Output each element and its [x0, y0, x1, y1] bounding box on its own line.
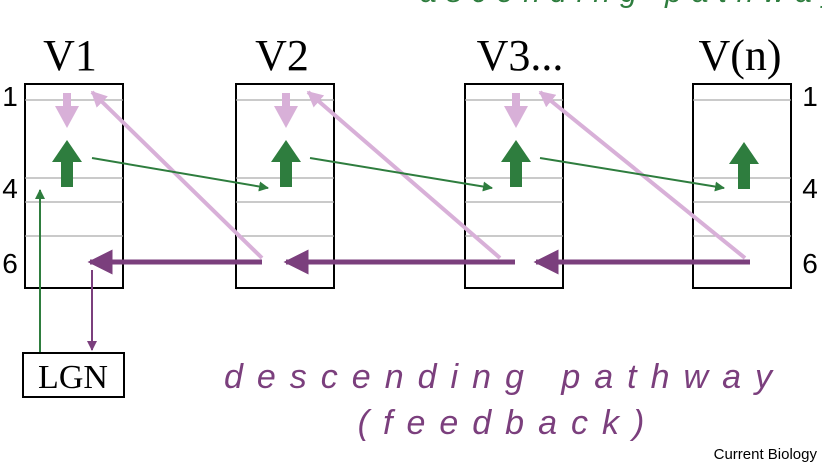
area-label-vn: V(n)	[698, 31, 781, 80]
layer-number-right-1: 1	[802, 81, 818, 112]
up-arrow-v1	[52, 140, 82, 187]
feedback-diagonal-v3-v2	[306, 90, 502, 260]
down-arrow-v1	[55, 93, 79, 128]
area-label-v1: V1	[43, 31, 97, 80]
layer-number-left-1: 1	[2, 81, 18, 112]
feedback-diagonal-v2-v1	[90, 90, 264, 260]
feedforward-line-v3-vn	[539, 157, 725, 192]
lgn-label: LGN	[38, 359, 108, 396]
feedforward-line-v2-v3	[309, 157, 493, 192]
journal-credit: Current Biology	[714, 446, 818, 463]
descending-pathway-title: descending pathway	[224, 358, 786, 396]
area-label-v3: V3...	[477, 31, 564, 80]
feedforward-line-v1-v2	[91, 157, 269, 192]
lgn-box: LGN	[22, 352, 125, 398]
down-arrow-v2	[274, 93, 298, 128]
up-arrow-v3	[501, 140, 531, 187]
layer-number-left-6: 6	[2, 248, 18, 279]
layer-number-left-4: 4	[2, 173, 18, 204]
layer-number-right-6: 6	[802, 248, 818, 279]
descending-pathway-subtitle: (feedback)	[358, 404, 659, 442]
up-arrow-vn	[729, 142, 759, 189]
up-arrow-v2	[271, 140, 301, 187]
area-label-v2: V2	[255, 31, 309, 80]
down-arrow-v3	[504, 93, 528, 128]
top-partial-text: ascending pathway	[420, 0, 822, 9]
layer-number-right-4: 4	[802, 173, 818, 204]
